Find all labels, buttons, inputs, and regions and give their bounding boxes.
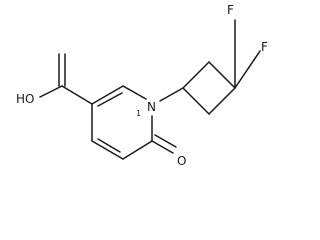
bond-c5-c4: [91, 140, 124, 160]
hydroxyl-label: HO: [16, 92, 34, 106]
bond-c3-c2: [91, 85, 124, 105]
carbonyl-oxygen-label: O: [177, 154, 186, 168]
bond-cooh-c-oh: [39, 85, 63, 98]
bond-cb-1-2: [182, 61, 210, 89]
bond-cf-right: [234, 50, 261, 89]
pyridinone-ring: [91, 85, 153, 160]
carbonyl-group: [151, 134, 177, 154]
bond-c3-cooh: [61, 85, 93, 105]
bond-c5-c4-inner: [97, 138, 121, 153]
ring-nitrogen-locant: 1: [136, 109, 141, 118]
bond-cb-3-4: [208, 87, 236, 115]
cyclobutane-ring: [182, 61, 236, 115]
bond-n1-cyclobutyl: [159, 87, 184, 102]
fluorine-upper-label: F: [227, 3, 234, 17]
ring-nitrogen-label: N: [147, 100, 156, 114]
fluorine-right-label: F: [261, 40, 268, 54]
structure-diagram: HO N 1 O F F: [16, 3, 268, 168]
bond-cb-4-1: [182, 87, 210, 115]
carboxylic-acid-group: [39, 53, 93, 105]
bond-cb-2-3: [208, 61, 236, 89]
bond-c6-o: [151, 140, 174, 154]
bond-c6-o-double: [154, 134, 177, 148]
bond-c2-n1: [122, 85, 147, 100]
bond-c6-c5: [122, 140, 153, 160]
bond-c3-c2-inner: [97, 92, 123, 107]
